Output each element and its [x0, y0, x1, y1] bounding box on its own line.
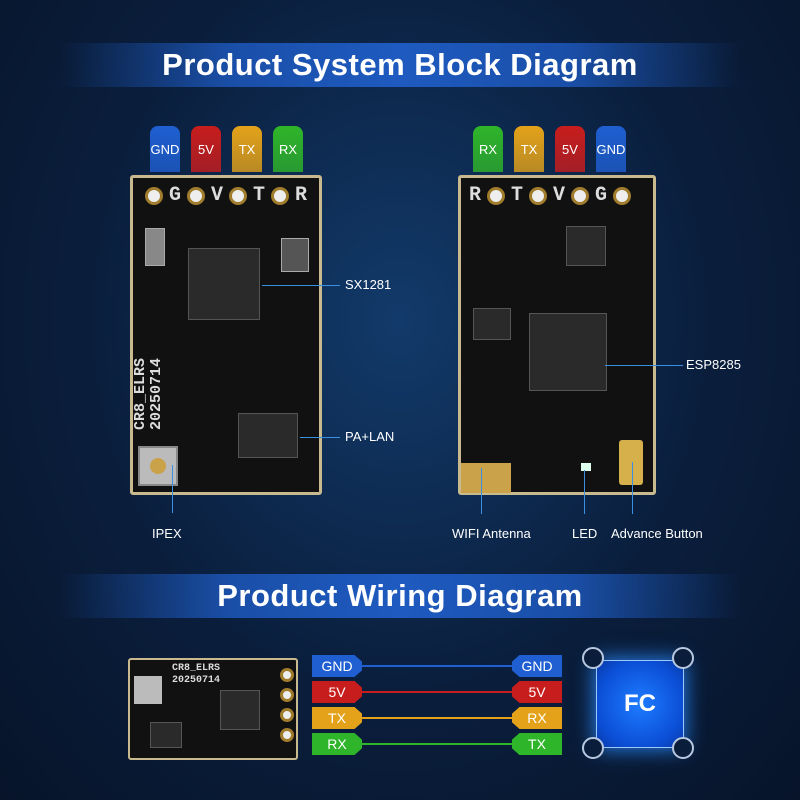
led-label: LED: [572, 526, 598, 541]
chip: [220, 690, 260, 730]
wire-tag-board: RX: [312, 733, 362, 755]
wire-tag-fc: RX: [512, 707, 562, 729]
pin-label-tx: TX: [514, 126, 544, 172]
wire-tag-fc: TX: [512, 733, 562, 755]
silk-line: 20250714: [172, 675, 221, 686]
pin-pad: [613, 186, 632, 205]
mount-hole: [672, 737, 694, 759]
pin-label-gnd: GND: [596, 126, 626, 172]
inductor: [145, 228, 165, 266]
wire-tag-board: GND: [312, 655, 362, 677]
pin-label-5v: 5V: [555, 126, 585, 172]
advance-button[interactable]: [619, 440, 643, 485]
component: [281, 238, 309, 272]
pin-pads: [280, 668, 294, 742]
callout-line: [300, 437, 340, 438]
pin-silk: R: [295, 184, 308, 207]
pin-label-tx: TX: [232, 126, 262, 172]
mount-hole: [672, 647, 694, 669]
flight-controller: FC: [596, 660, 684, 748]
mount-hole: [582, 647, 604, 669]
pin-pad: [529, 186, 548, 205]
pin-silk: G: [595, 184, 608, 207]
silk-line: CR8_ELRS: [172, 663, 221, 674]
callout-line: [584, 470, 585, 514]
advance-button-label: Advance Button: [611, 526, 703, 541]
wifi-antenna-label: WIFI Antenna: [452, 526, 531, 541]
wire-tag-board: 5V: [312, 681, 362, 703]
callout-line: [632, 462, 633, 514]
silk-line: CR8_ELRS: [132, 357, 150, 431]
callout-line: [605, 365, 683, 366]
wire-tag-board: TX: [312, 707, 362, 729]
sx1281-chip: [188, 248, 260, 320]
pin-label-5v: 5V: [191, 126, 221, 172]
pin-pad: [571, 186, 590, 205]
wire: [362, 691, 512, 693]
wire: [362, 743, 512, 745]
pin-label-rx: RX: [473, 126, 503, 172]
regulator-chip: [566, 226, 606, 266]
pin-silk: R: [469, 184, 482, 207]
pin-label-gnd: GND: [150, 126, 180, 172]
sx1281-label: SX1281: [345, 277, 392, 292]
block-diagram-title: Product System Block Diagram: [60, 43, 740, 87]
ipex-connector: [138, 446, 178, 486]
ipex-label: IPEX: [152, 526, 182, 541]
pin-label-rx: RX: [273, 126, 303, 172]
wire: [362, 717, 512, 719]
pin-pad: [271, 186, 290, 205]
pa-lan-chip: [238, 413, 298, 458]
silk-line: 20250714: [148, 357, 166, 431]
callout-line: [172, 465, 173, 513]
pin-silk: V: [211, 184, 224, 207]
wire: [362, 665, 512, 667]
ipex-connector: [134, 676, 162, 704]
pa-lan-label: PA+LAN: [345, 429, 395, 444]
wiring-diagram-title: Product Wiring Diagram: [60, 574, 740, 618]
mount-hole: [582, 737, 604, 759]
pin-pad: [487, 186, 506, 205]
chip: [150, 722, 182, 748]
pin-silk: V: [553, 184, 566, 207]
wire-tag-fc: GND: [512, 655, 562, 677]
callout-line: [481, 468, 482, 514]
pin-pad: [229, 186, 248, 205]
crystal: [473, 308, 511, 340]
pin-silk: T: [511, 184, 524, 207]
wire-tag-fc: 5V: [512, 681, 562, 703]
esp8285-chip: [529, 313, 607, 391]
wifi-antenna: [461, 463, 511, 493]
pin-silk: T: [253, 184, 266, 207]
callout-line: [262, 285, 340, 286]
pin-silk: G: [169, 184, 182, 207]
pin-pad: [145, 186, 163, 205]
pin-pad: [187, 186, 206, 205]
esp8285-label: ESP8285: [686, 357, 741, 372]
led: [581, 463, 591, 471]
